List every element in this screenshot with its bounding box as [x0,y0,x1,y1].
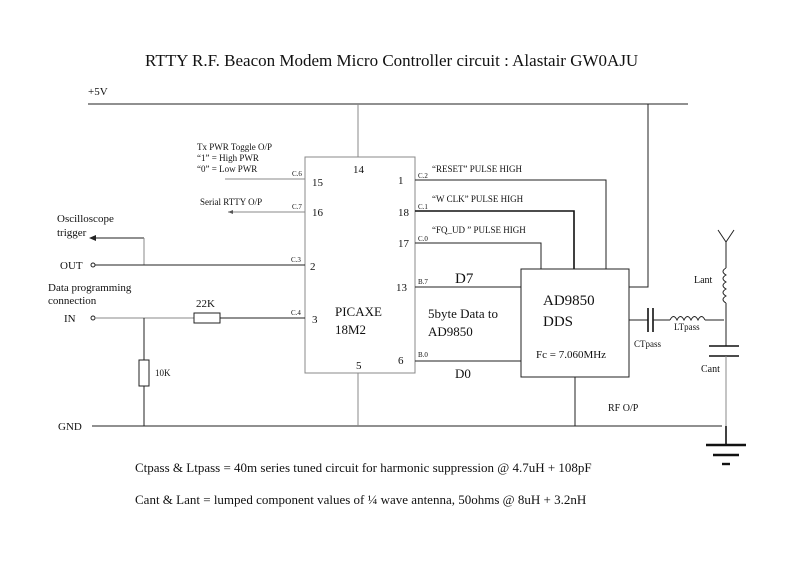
scope-trigger-label: trigger [57,227,87,239]
tx-pwr-low: “0” = Low PWR [197,164,257,174]
resistor-22k [193,312,221,324]
ltpass-inductor [669,316,706,322]
scope-arrow-icon [89,235,96,241]
serial-arrow-icon [228,210,233,214]
data-desc-line1: 5byte Data to [428,306,498,321]
wclk-wire [415,210,575,269]
dds-type: DDS [543,314,573,330]
data-prog-label: Data programming [48,282,132,294]
dds-vcc-wire [629,104,649,288]
picaxe-chip [304,156,416,374]
pin-18: 18 [398,207,410,219]
rf-out-label: RF O/P [608,403,639,414]
data-desc-line2: AD9850 [428,324,473,339]
picaxe-model: 18M2 [335,322,366,337]
out-label: OUT [60,260,83,272]
port-c3: C.3 [291,256,301,264]
port-c6: C.6 [292,170,302,178]
d0-label: D0 [455,366,471,381]
pin-17: 17 [398,238,410,250]
pin-2: 2 [310,261,316,273]
note-tuned-circuit: Ctpass & Ltpass = 40m series tuned circu… [135,460,592,475]
pin-15: 15 [312,177,324,189]
ground-icon [706,443,746,466]
port-b0: B.0 [418,351,428,359]
pin-6: 6 [398,355,404,367]
serial-rtty-label: Serial RTTY O/P [200,197,262,207]
reset-wire [415,179,607,269]
lant-label: Lant [694,275,713,286]
pin-5: 5 [356,360,362,372]
reset-signal-label: “RESET” PULSE HIGH [432,164,522,174]
d7-label: D7 [455,271,474,287]
pin-13: 13 [396,282,408,294]
port-c0: C.0 [418,235,428,243]
port-c2: C.2 [418,172,428,180]
tx-pwr-label: Tx PWR Toggle O/P [197,142,272,152]
out-terminal [90,262,96,268]
pin-14: 14 [353,164,365,176]
dds-name: AD9850 [543,293,595,309]
tx-pwr-high: “1” = High PWR [197,153,259,163]
ground-rail-label: GND [58,421,82,433]
supply-rail-label: +5V [88,86,108,98]
resistor-10k [138,359,150,387]
picaxe-name: PICAXE [335,304,382,319]
pin-16: 16 [312,207,324,219]
port-c1: C.1 [418,203,428,211]
fqud-signal-label: “FQ_UD ” PULSE HIGH [432,225,526,235]
lant-inductor [722,267,727,304]
in-label: IN [64,313,76,325]
port-b7: B.7 [418,278,428,286]
ctpass-label: CTpass [634,339,661,349]
port-c7: C.7 [292,203,302,211]
port-c4: C.4 [291,309,301,317]
pin-3: 3 [312,314,318,326]
antenna-icon [717,229,735,243]
in-terminal [90,315,96,321]
resistor-22k-label: 22K [196,298,215,310]
diagram-title: RTTY R.F. Beacon Modem Micro Controller … [145,51,638,70]
ltpass-label: LTpass [674,322,700,332]
fqud-wire [415,242,542,269]
wclk-signal-label: “W CLK” PULSE HIGH [432,194,524,204]
pin-1: 1 [398,175,404,187]
cant-label: Cant [701,364,720,375]
data-prog-label-2: connection [48,295,97,307]
note-antenna: Cant & Lant = lumped component values of… [135,492,586,507]
dds-frequency: Fc = 7.060MHz [536,349,606,361]
resistor-10k-label: 10K [155,368,171,378]
scope-label: Oscilloscope [57,213,114,225]
